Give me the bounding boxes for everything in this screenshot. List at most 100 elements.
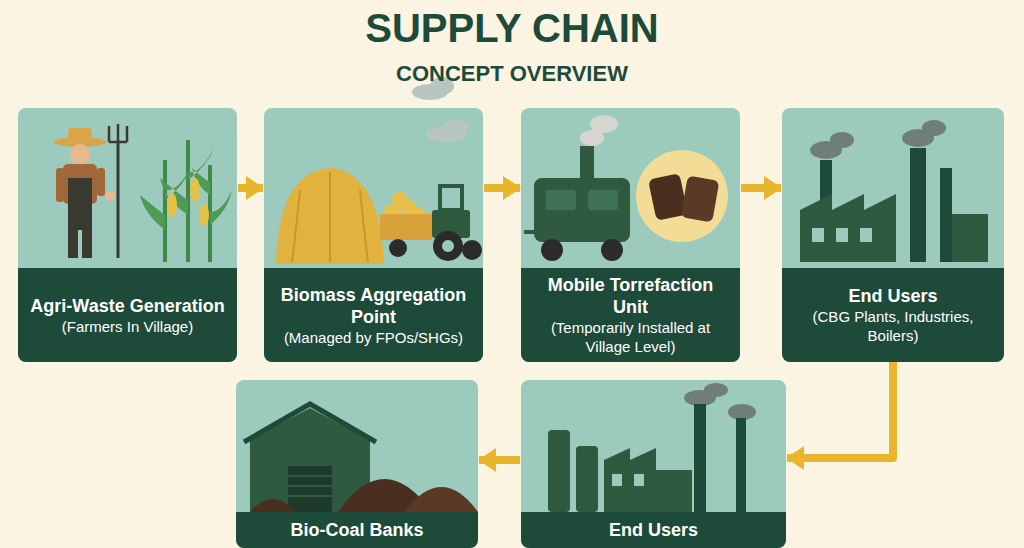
pitchfork-icon	[109, 124, 127, 142]
biocoal-heap	[250, 479, 478, 512]
biocoal-heap	[338, 479, 432, 512]
torrefaction-machine	[588, 190, 618, 210]
farmer-figure	[54, 137, 106, 147]
tractor-icon	[380, 186, 482, 261]
step-heading: Biomass Aggregation Point	[272, 284, 475, 328]
factory-icon	[860, 228, 872, 242]
pitchfork-icon	[117, 142, 120, 258]
warehouse-icon	[244, 404, 376, 512]
briquette-icon	[648, 173, 688, 221]
factory-icon	[922, 120, 946, 136]
cloud-icon	[412, 84, 448, 100]
process-card: End Users(CBG Plants, Industries, Boiler…	[782, 108, 1004, 362]
factory-icon	[830, 132, 854, 148]
farmer-figure	[68, 128, 92, 142]
farmer-figure	[97, 168, 105, 196]
corn-plants	[167, 193, 177, 217]
corn-plants	[165, 140, 210, 262]
cloud-icon	[412, 77, 454, 100]
caption-band: Agri-Waste Generation(Farmers In Village…	[18, 268, 237, 362]
plant-icon	[612, 474, 622, 486]
plant-icon	[694, 404, 706, 512]
flow-arrow	[741, 184, 781, 192]
caption-band: Mobile Torrefaction Unit(Temporarily Ins…	[521, 268, 740, 362]
torrefaction-machine	[601, 239, 623, 261]
tractor-icon	[384, 204, 400, 220]
tractor-icon	[440, 186, 462, 210]
haystack-icon	[276, 168, 384, 264]
farmer-figure	[68, 226, 78, 258]
briquette-icon	[636, 150, 728, 242]
plant-icon	[656, 470, 692, 512]
biocoal-heap	[250, 499, 296, 512]
farmer-figure	[68, 178, 92, 230]
factory-icon	[820, 160, 832, 210]
torrefaction-machine	[541, 239, 563, 261]
process-card: Biomass Aggregation Point(Managed by FPO…	[264, 108, 483, 362]
torrefaction-machine	[590, 115, 618, 133]
image-area	[264, 108, 483, 268]
flow-arrow	[238, 184, 263, 192]
warehouse-icon	[288, 466, 332, 512]
tractor-icon	[400, 200, 416, 216]
tractor-icon	[432, 210, 470, 238]
plant-icon	[704, 383, 728, 397]
caption-band: Biomass Aggregation Point(Managed by FPO…	[264, 268, 483, 362]
tractor-icon	[380, 214, 432, 240]
briquette-icon	[681, 176, 720, 223]
plant-icon	[634, 474, 644, 486]
step-heading: End Users	[609, 519, 698, 541]
corn-plants	[190, 178, 200, 202]
torrefaction-machine	[524, 230, 534, 234]
image-area	[18, 108, 237, 268]
pitchfork-icon	[109, 124, 127, 258]
caption-band: End Users	[521, 512, 786, 548]
process-card: End Users	[521, 380, 786, 548]
biocoal-heap	[404, 487, 478, 512]
caption-band: End Users(CBG Plants, Industries, Boiler…	[782, 268, 1004, 362]
farmer-figure	[63, 164, 97, 204]
cloud-icon	[426, 126, 466, 142]
tractor-icon	[411, 207, 425, 221]
process-card: Bio-Coal Banks	[236, 380, 478, 548]
torrefaction-machine	[534, 178, 630, 242]
warehouse-icon	[244, 404, 376, 442]
cloud-icon	[444, 119, 468, 137]
diagram-title: SUPPLY CHAIN	[0, 4, 1024, 52]
cloud-icon	[430, 77, 454, 95]
factory-icon	[952, 214, 988, 262]
haystack-icon	[276, 168, 384, 264]
plant-icon	[728, 404, 756, 420]
farmer-figure	[70, 144, 90, 164]
factory-icon	[836, 228, 848, 242]
step-note: (CBG Plants, Industries, Boilers)	[790, 307, 996, 345]
plant-icon	[548, 383, 756, 512]
process-card: Agri-Waste Generation(Farmers In Village…	[18, 108, 237, 362]
warehouse-icon	[288, 476, 332, 496]
image-area	[782, 108, 1004, 268]
factory-icon	[902, 129, 934, 147]
plant-icon	[736, 418, 746, 512]
tractor-icon	[433, 231, 463, 261]
step-heading: Bio-Coal Banks	[290, 519, 423, 541]
briquette-icon	[636, 150, 728, 242]
step-heading: Mobile Torrefaction Unit	[529, 274, 732, 318]
step-heading: Agri-Waste Generation	[30, 295, 224, 317]
factory-icon	[800, 194, 896, 262]
corn-plants	[140, 148, 232, 230]
tractor-icon	[442, 240, 454, 252]
cloud-icon	[426, 119, 468, 142]
torrefaction-machine	[580, 130, 604, 146]
plant-icon	[576, 446, 598, 512]
step-note: (Farmers In Village)	[62, 317, 193, 336]
tractor-icon	[462, 240, 482, 260]
factory-icon	[910, 148, 926, 262]
torrefaction-machine	[524, 115, 630, 261]
factory-icon	[812, 228, 824, 242]
step-note: (Managed by FPOs/SHGs)	[284, 328, 463, 347]
farmer-figure	[105, 191, 115, 201]
plant-icon	[684, 390, 716, 406]
image-area	[521, 380, 786, 512]
corn-plants	[199, 204, 209, 226]
